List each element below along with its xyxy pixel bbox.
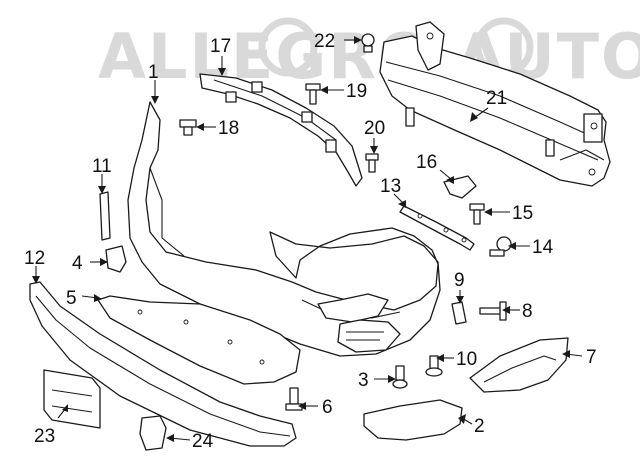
callout-6: 6 bbox=[322, 397, 333, 418]
connector-part bbox=[139, 415, 167, 451]
fastener-22 bbox=[361, 33, 375, 53]
callout-9: 9 bbox=[454, 270, 465, 291]
callout-2: 2 bbox=[474, 416, 485, 437]
fastener-10 bbox=[425, 355, 443, 377]
reinforcement-beam-part bbox=[379, 21, 611, 187]
watermark-text: ALLEGRO AUTO bbox=[98, 20, 640, 93]
callout-23: 23 bbox=[34, 426, 55, 447]
upper-bracket-part bbox=[199, 73, 363, 187]
fastener-8 bbox=[479, 301, 507, 321]
fastener-15 bbox=[469, 203, 485, 225]
trim-strip-part bbox=[399, 205, 475, 251]
callout-24: 24 bbox=[192, 431, 214, 452]
fastener-18 bbox=[179, 119, 197, 136]
callout-18: 18 bbox=[218, 118, 239, 139]
plate-bracket-part bbox=[43, 369, 101, 429]
fastener-14 bbox=[489, 236, 512, 257]
callout-labels: 1 2 3 4 5 6 7 8 9 10 11 12 13 14 15 16 1… bbox=[24, 31, 597, 452]
callout-4: 4 bbox=[72, 253, 83, 274]
callout-1: 1 bbox=[148, 62, 159, 83]
callout-11: 11 bbox=[92, 156, 112, 177]
callout-15: 15 bbox=[512, 203, 533, 224]
callout-14: 14 bbox=[532, 237, 554, 258]
callout-13: 13 bbox=[380, 176, 401, 197]
callout-17: 17 bbox=[210, 36, 231, 57]
callout-8: 8 bbox=[522, 301, 533, 322]
clip-part-4 bbox=[105, 245, 127, 273]
callout-20: 20 bbox=[364, 118, 385, 139]
callout-7: 7 bbox=[586, 347, 597, 368]
clip-part-9 bbox=[451, 301, 467, 325]
lower-shield-part bbox=[97, 295, 301, 385]
callout-21: 21 bbox=[486, 88, 507, 109]
lower-valance-part bbox=[29, 281, 297, 447]
side-bracket-part bbox=[99, 191, 111, 241]
callout-19: 19 bbox=[346, 81, 367, 102]
callout-16: 16 bbox=[416, 152, 437, 173]
leader-lines bbox=[32, 36, 583, 442]
fog-housing-part bbox=[469, 337, 569, 393]
callout-22: 22 bbox=[314, 31, 335, 52]
fog-bezel-part bbox=[363, 399, 463, 441]
callout-5: 5 bbox=[66, 288, 77, 309]
callout-10: 10 bbox=[456, 349, 477, 370]
fastener-3 bbox=[392, 365, 408, 389]
callout-3: 3 bbox=[358, 370, 369, 391]
callout-12: 12 bbox=[24, 248, 45, 269]
fastener-19 bbox=[305, 83, 321, 105]
fastener-20 bbox=[365, 153, 379, 173]
watermark-logo: ALLEGRO AUTO bbox=[98, 17, 640, 93]
